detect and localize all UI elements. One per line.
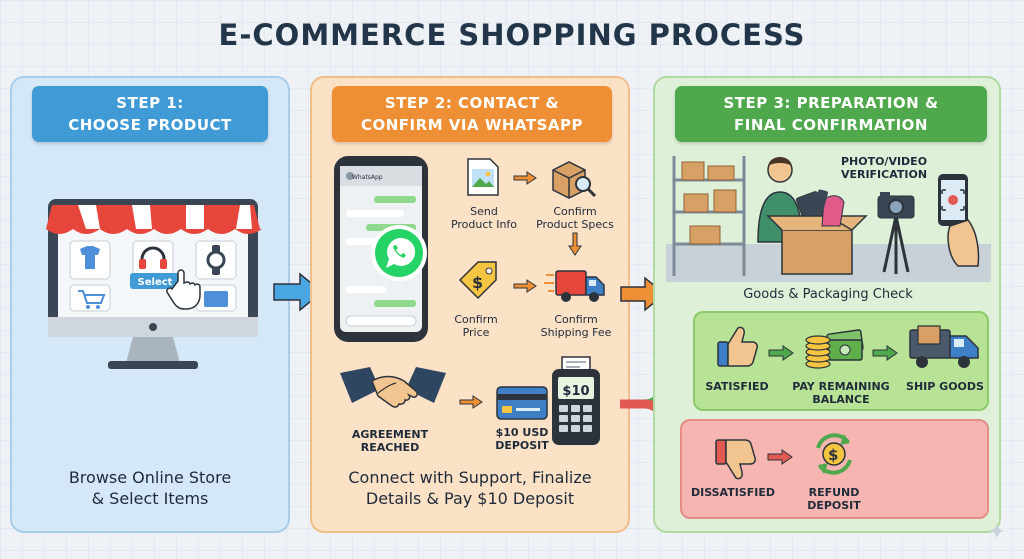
confirm-price-line1: Confirm [454,313,498,326]
step2-header-line2: CONFIRM VIA WHATSAPP [360,116,584,134]
payment-terminal-icon [552,356,600,445]
terminal-amount: $10 [562,384,590,399]
money-coins-icon [805,329,864,369]
step1-caption: Browse Online Store & Select Items [40,467,260,509]
step1-caption-line2: & Select Items [91,489,209,508]
deposit-line1: $10 USD [495,426,549,439]
box-magnifier-icon [552,161,597,199]
pay-remaining-line2: BALANCE [812,393,870,406]
photo-video-line2: VERIFICATION [840,168,928,181]
deposit-line2: DEPOSIT [495,439,549,452]
step1-header-line2: CHOOSE PRODUCT [68,116,232,134]
goods-check-label: Goods & Packaging Check [743,287,913,302]
page-title: E-COMMERCE SHOPPING PROCESS [218,18,806,52]
pay-remaining-label: PAY REMAINING BALANCE [786,380,896,406]
image-file-icon [467,158,499,196]
select-button: Select [137,277,173,288]
agreement-label: AGREEMENT REACHED [345,428,435,454]
send-info-line2: Product Info [450,218,518,231]
handshake-icon [340,367,446,408]
phone-whatsapp-illustration [334,156,428,342]
svg-text:$: $ [472,273,483,292]
photo-video-line1: PHOTO/VIDEO [840,155,928,168]
confirm-shipping-line1: Confirm [554,313,598,326]
confirm-specs-label: Confirm Product Specs [530,205,620,231]
arrow-right-icon [872,345,898,361]
step1-caption-line1: Browse Online Store [68,468,232,487]
svg-text:$: $ [828,446,838,464]
step1-header: STEP 1: CHOOSE PRODUCT [32,86,268,142]
arrow-right-icon [513,279,537,293]
step3-header: STEP 3: PREPARATION & FINAL CONFIRMATION [675,86,987,142]
satisfied-label: SATISFIED [705,380,769,393]
deposit-label: $10 USD DEPOSIT [482,426,562,452]
credit-card-icon [496,386,548,420]
confirm-price-line2: Price [462,326,490,339]
delivery-truck-icon [544,270,605,302]
sparkle-icon: ✦ [987,520,1006,545]
step1-header-line1: STEP 1: [116,94,184,112]
thumbs-up-icon [717,326,758,367]
agreement-line1: AGREEMENT [351,428,429,441]
photo-video-label: PHOTO/VIDEO VERIFICATION [832,155,936,181]
confirm-price-label: Confirm Price [441,313,511,339]
dissatisfied-label: DISSATISFIED [690,486,775,499]
step2-caption: Connect with Support, Finalize Details &… [322,467,618,509]
monitor-store-illustration [46,199,262,369]
ship-goods-label: SHIP GOODS [906,380,984,393]
arrow-right-icon [767,449,793,465]
confirm-shipping-label: Confirm Shipping Fee [530,313,622,339]
confirm-specs-line1: Confirm [553,205,597,218]
refund-line1: REFUND [808,486,860,499]
step2-header-line1: STEP 2: CONTACT & [384,94,560,112]
arrow-down-icon [568,232,582,256]
shipping-truck-icon [909,325,979,368]
agreement-line2: REACHED [360,441,420,454]
arrow-right-icon [768,345,794,361]
refund-coin-icon: $ [816,433,852,475]
step2-caption-line1: Connect with Support, Finalize [348,468,592,487]
step2-header: STEP 2: CONTACT & CONFIRM VIA WHATSAPP [332,86,612,142]
step3-header-line2: FINAL CONFIRMATION [734,116,928,134]
refund-line2: DEPOSIT [807,499,861,512]
step2-caption-line2: Details & Pay $10 Deposit [365,489,575,508]
whatsapp-app-name: WhatsApp [352,174,383,181]
price-tag-icon: $ [458,261,497,300]
confirm-specs-line2: Product Specs [536,218,614,231]
step3-header-line1: STEP 3: PREPARATION & [723,94,939,112]
arrow-right-icon [459,395,483,409]
warehouse-packing-illustration [666,156,991,282]
confirm-shipping-line2: Shipping Fee [540,326,612,339]
pay-remaining-line1: PAY REMAINING [792,380,890,393]
thumbs-down-icon [715,439,756,480]
arrow-right-icon [513,171,537,185]
send-product-info-label: Send Product Info [444,205,524,231]
send-info-line1: Send [470,205,498,218]
refund-label: REFUND DEPOSIT [794,486,874,512]
